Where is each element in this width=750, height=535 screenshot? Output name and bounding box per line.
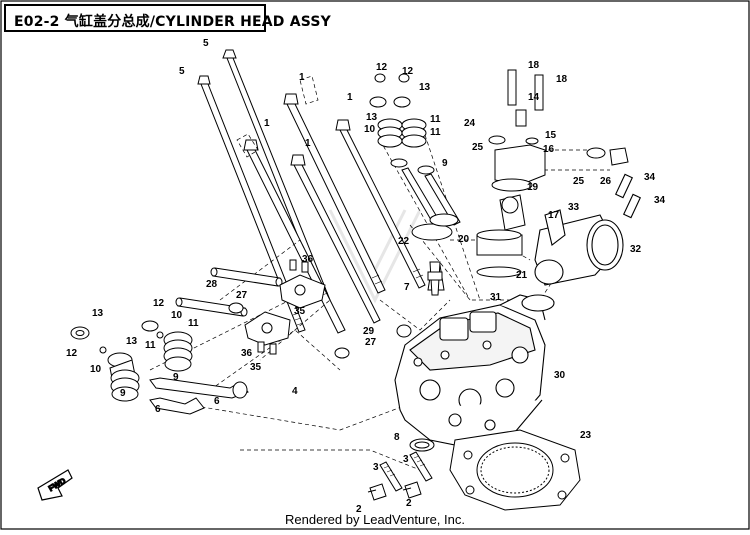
diagram-title-box: E02-2 气缸盖分总成/CYLINDER HEAD ASSY <box>4 4 331 32</box>
callout-25: 25 <box>573 176 585 187</box>
callout-1: 1 <box>299 72 305 83</box>
callout-17: 17 <box>548 210 560 221</box>
callout-21: 21 <box>516 270 528 281</box>
callout-24: 24 <box>464 118 476 129</box>
callout-1: 1 <box>264 118 270 129</box>
head-gasket <box>449 429 581 511</box>
callout-13: 13 <box>126 336 138 347</box>
left-valve-assembly <box>70 320 249 415</box>
footer-credit: Rendered by LeadVenture, Inc. <box>285 512 465 527</box>
callout-3: 3 <box>403 454 409 465</box>
callout-29: 29 <box>363 326 375 337</box>
callout-5: 5 <box>203 38 209 49</box>
callout-9: 9 <box>442 158 448 169</box>
callout-15: 15 <box>545 130 557 141</box>
callout-34: 34 <box>654 195 666 206</box>
callout-1: 1 <box>347 92 353 103</box>
callout-33: 33 <box>568 202 580 213</box>
rocker-arms <box>244 259 326 355</box>
callout-18: 18 <box>528 60 540 71</box>
callout-4: 4 <box>292 386 298 397</box>
callout-13: 13 <box>419 82 431 93</box>
callout-2: 2 <box>356 504 362 515</box>
intake-manifold <box>521 173 642 312</box>
callout-13: 13 <box>366 112 378 123</box>
callout-10: 10 <box>171 310 183 321</box>
callout-35: 35 <box>294 306 306 317</box>
thermostat-housing <box>476 69 629 278</box>
callout-6: 6 <box>214 396 220 407</box>
callout-labels: 1 1 1 1 2 2 3 3 4 5 5 6 6 7 8 9 9 9 10 1… <box>66 38 666 515</box>
callout-11: 11 <box>430 127 441 138</box>
callout-2: 2 <box>406 498 412 509</box>
callout-19: 19 <box>527 182 539 193</box>
callout-13: 13 <box>92 308 104 319</box>
callout-27: 27 <box>236 290 248 301</box>
callout-20: 20 <box>458 234 470 245</box>
callout-5: 5 <box>179 66 185 77</box>
callout-16: 16 <box>543 144 555 155</box>
callout-12: 12 <box>376 62 388 73</box>
callout-26: 26 <box>600 176 612 187</box>
o-rings <box>228 302 412 359</box>
callout-31: 31 <box>490 292 502 303</box>
callout-9: 9 <box>120 388 126 399</box>
callout-12: 12 <box>153 298 165 309</box>
callout-3: 3 <box>373 462 379 473</box>
callout-36: 36 <box>302 254 314 265</box>
callout-11: 11 <box>145 340 156 351</box>
callout-11: 11 <box>430 114 441 125</box>
callout-28: 28 <box>206 279 218 290</box>
callout-22: 22 <box>398 236 410 247</box>
callout-11: 11 <box>188 318 199 329</box>
diagram-title: E02-2 气缸盖分总成/CYLINDER HEAD ASSY <box>14 14 332 30</box>
callout-18: 18 <box>556 74 568 85</box>
callout-14: 14 <box>528 92 540 103</box>
callout-35: 35 <box>250 362 262 373</box>
callout-34: 34 <box>644 172 656 183</box>
right-valve-assembly <box>369 73 461 291</box>
callout-8: 8 <box>394 432 400 443</box>
cylinder-head-block <box>394 294 546 449</box>
callout-32: 32 <box>630 244 642 255</box>
callout-6: 6 <box>155 404 161 415</box>
callout-10: 10 <box>364 124 376 135</box>
callout-36: 36 <box>241 348 253 359</box>
callout-9: 9 <box>173 372 179 383</box>
dowel-pin <box>409 438 435 452</box>
callout-12: 12 <box>402 66 414 77</box>
callout-25: 25 <box>472 142 484 153</box>
callout-7: 7 <box>404 282 410 293</box>
callout-30: 30 <box>554 370 566 381</box>
callout-10: 10 <box>90 364 102 375</box>
rocker-shafts <box>175 267 283 317</box>
exhaust-studs <box>367 451 433 501</box>
callout-12: 12 <box>66 348 78 359</box>
callout-23: 23 <box>580 430 592 441</box>
callout-1: 1 <box>305 138 311 149</box>
callout-27: 27 <box>365 337 377 348</box>
forward-arrow-icon: FWD <box>37 469 73 501</box>
spark-plug <box>427 261 443 296</box>
